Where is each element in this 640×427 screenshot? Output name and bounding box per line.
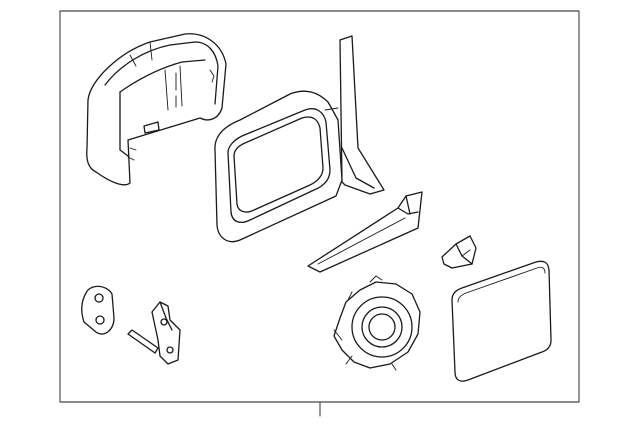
mirror-clip[interactable] [441,235,477,269]
diagram-frame [59,10,580,417]
mirror-bracket[interactable] [127,301,181,365]
mirror-actuator-motor[interactable] [333,275,421,371]
mirror-cover-cap[interactable] [86,33,227,186]
mirror-glass[interactable] [451,260,552,382]
mirror-housing-assembly[interactable] [214,35,385,243]
mirror-gasket[interactable] [81,285,115,335]
mirror-trim-cover[interactable] [307,191,423,273]
